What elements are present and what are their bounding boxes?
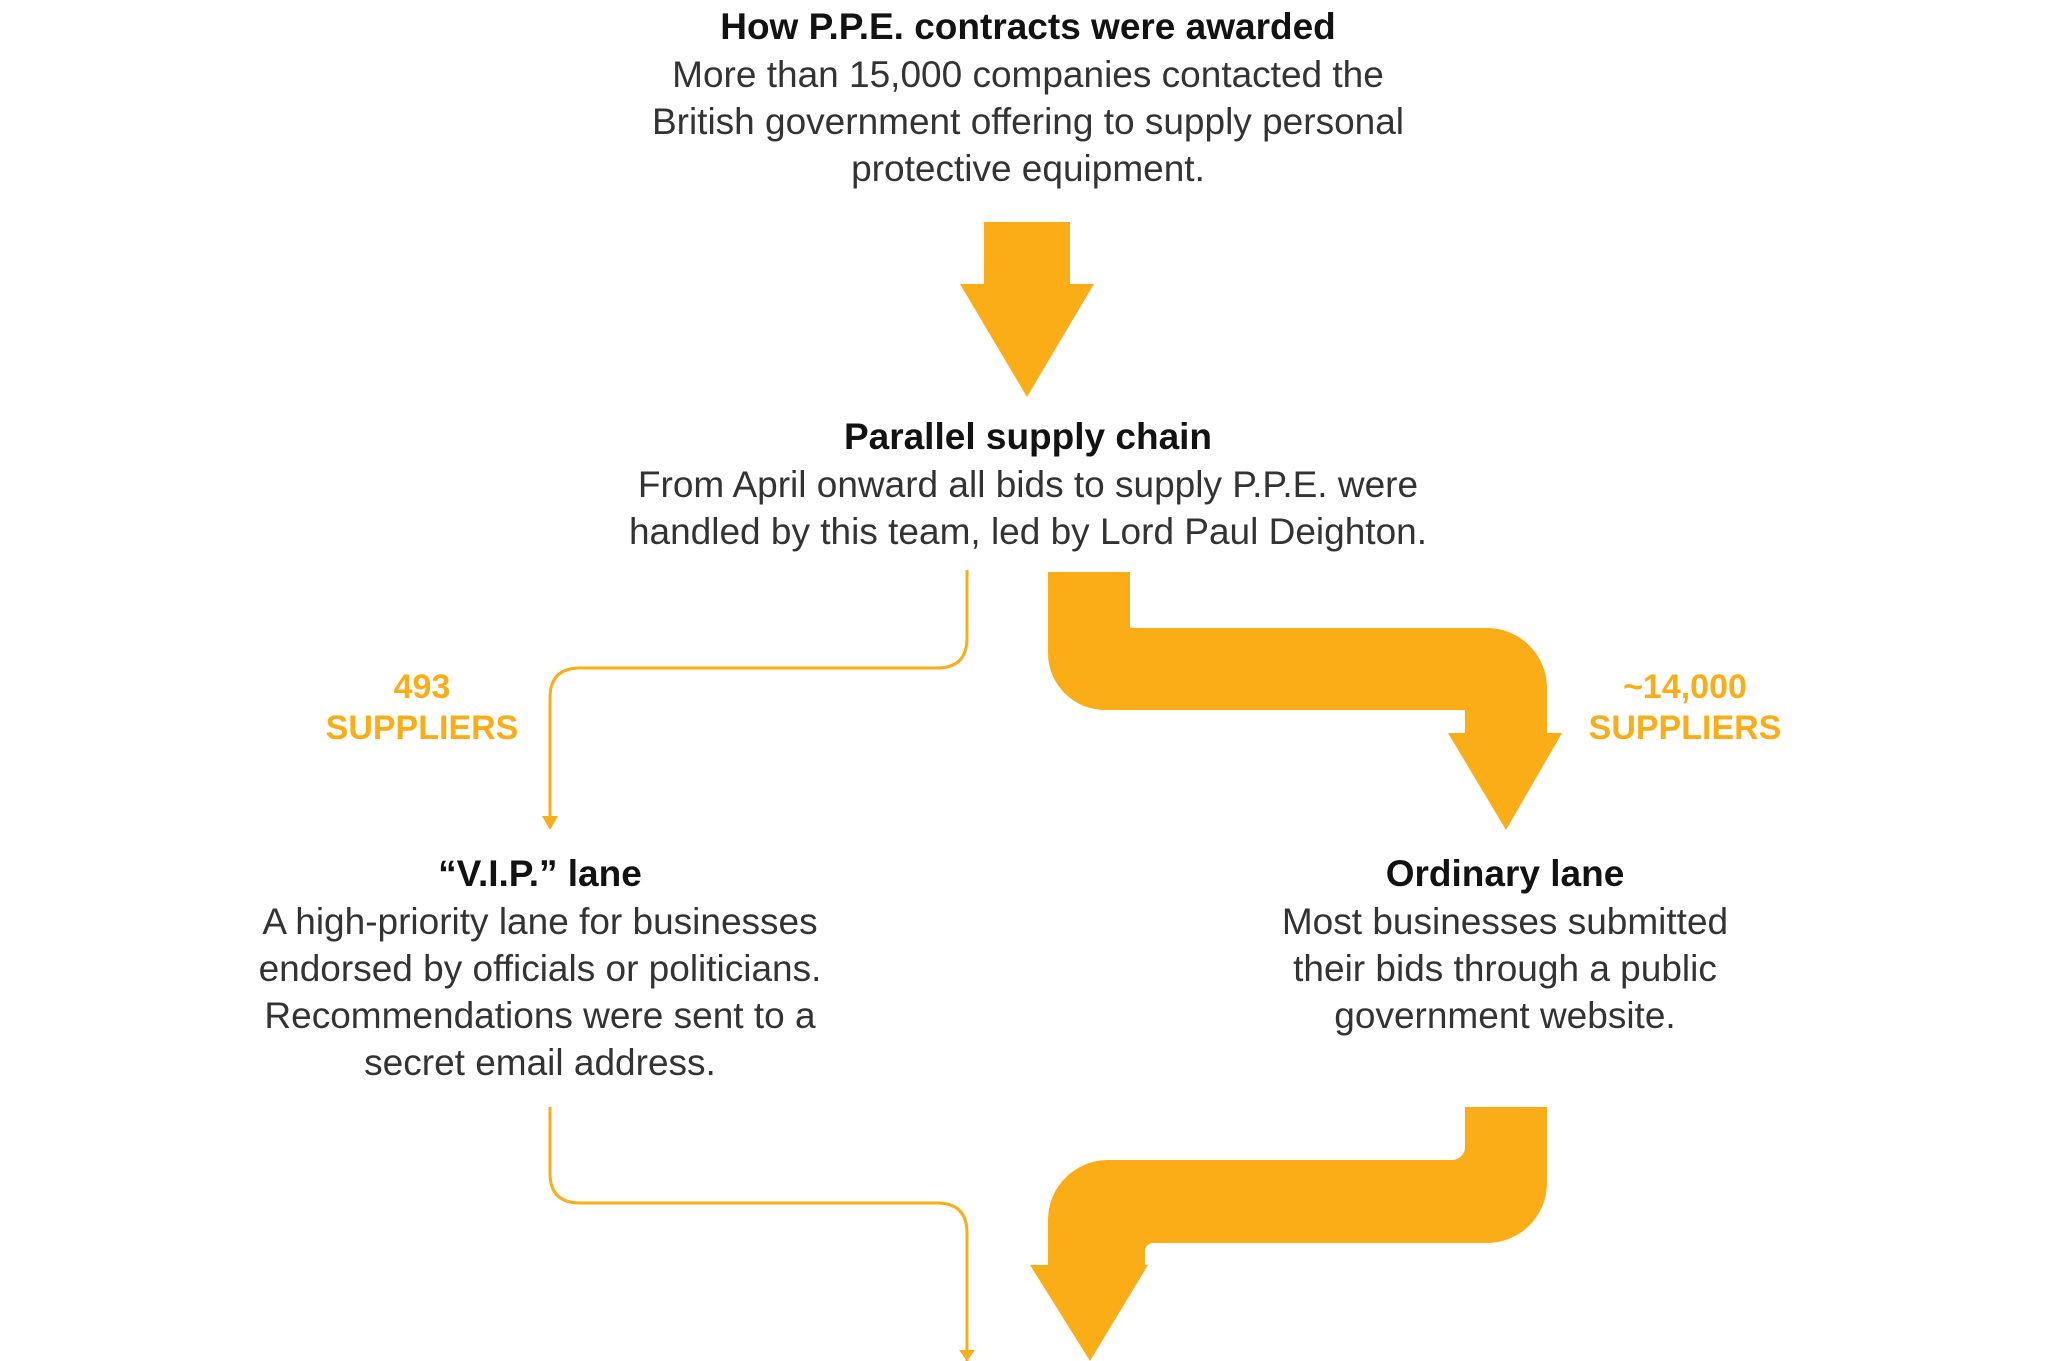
- ordinary-lane-node: Ordinary lane Most businesses submitted …: [1200, 850, 1810, 1039]
- vip-lane-supplier-unit: SUPPLIERS: [325, 709, 519, 747]
- vip-lane-outflow-arrowhead: [959, 1350, 975, 1361]
- ordinary-lane-title: Ordinary lane: [1385, 853, 1625, 894]
- parallel-supply-chain-title: Parallel supply chain: [843, 416, 1213, 457]
- vip-lane-title: “V.I.P.” lane: [438, 853, 642, 894]
- ordinary-lane-desc-line: Most businesses submitted: [1281, 901, 1729, 942]
- parallel-supply-chain-desc-line: From April onward all bids to supply P.P…: [637, 464, 1419, 505]
- vip-lane-outflow-line: [548, 1107, 969, 1361]
- vip-lane-flow-line: [548, 570, 969, 818]
- vip-lane-node: “V.I.P.” lane A high-priority lane for b…: [200, 850, 880, 1086]
- awarding-overview-node: How P.P.E. contracts were awarded More t…: [590, 3, 1466, 192]
- vip-lane-desc-line: endorsed by officials or politicians.: [258, 948, 822, 989]
- awarding-overview-title: How P.P.E. contracts were awarded: [720, 6, 1336, 47]
- vip-lane-desc-line: A high-priority lane for businesses: [262, 901, 818, 942]
- parallel-supply-chain-node: Parallel supply chain From April onward …: [560, 413, 1496, 555]
- vip-lane-supplier-number: 493: [393, 668, 451, 706]
- ordinary-lane-flow-arrow: [1048, 572, 1562, 830]
- vip-lane-flow-arrowhead: [542, 816, 558, 830]
- vip-lane-desc-line: Recommendations were sent to a: [264, 995, 816, 1036]
- awarding-overview-desc-line: More than 15,000 companies contacted the: [672, 54, 1384, 95]
- ordinary-lane-supplier-count: ~14,000 SUPPLIERS: [1560, 667, 1810, 749]
- main-flow-arrow: [960, 222, 1094, 397]
- ordinary-lane-supplier-number: ~14,000: [1623, 668, 1747, 706]
- vip-lane-desc-line: secret email address.: [364, 1042, 716, 1083]
- vip-lane-supplier-count: 493 SUPPLIERS: [300, 667, 544, 749]
- awarding-overview-desc-line: British government offering to supply pe…: [651, 101, 1405, 142]
- awarding-overview-desc-line: protective equipment.: [851, 148, 1205, 189]
- parallel-supply-chain-desc-line: handled by this team, led by Lord Paul D…: [628, 511, 1428, 552]
- ordinary-lane-supplier-unit: SUPPLIERS: [1588, 709, 1782, 747]
- ordinary-lane-desc-line: government website.: [1334, 995, 1676, 1036]
- ordinary-lane-desc-line: their bids through a public: [1293, 948, 1717, 989]
- ordinary-lane-outflow-arrow: [1030, 1107, 1547, 1361]
